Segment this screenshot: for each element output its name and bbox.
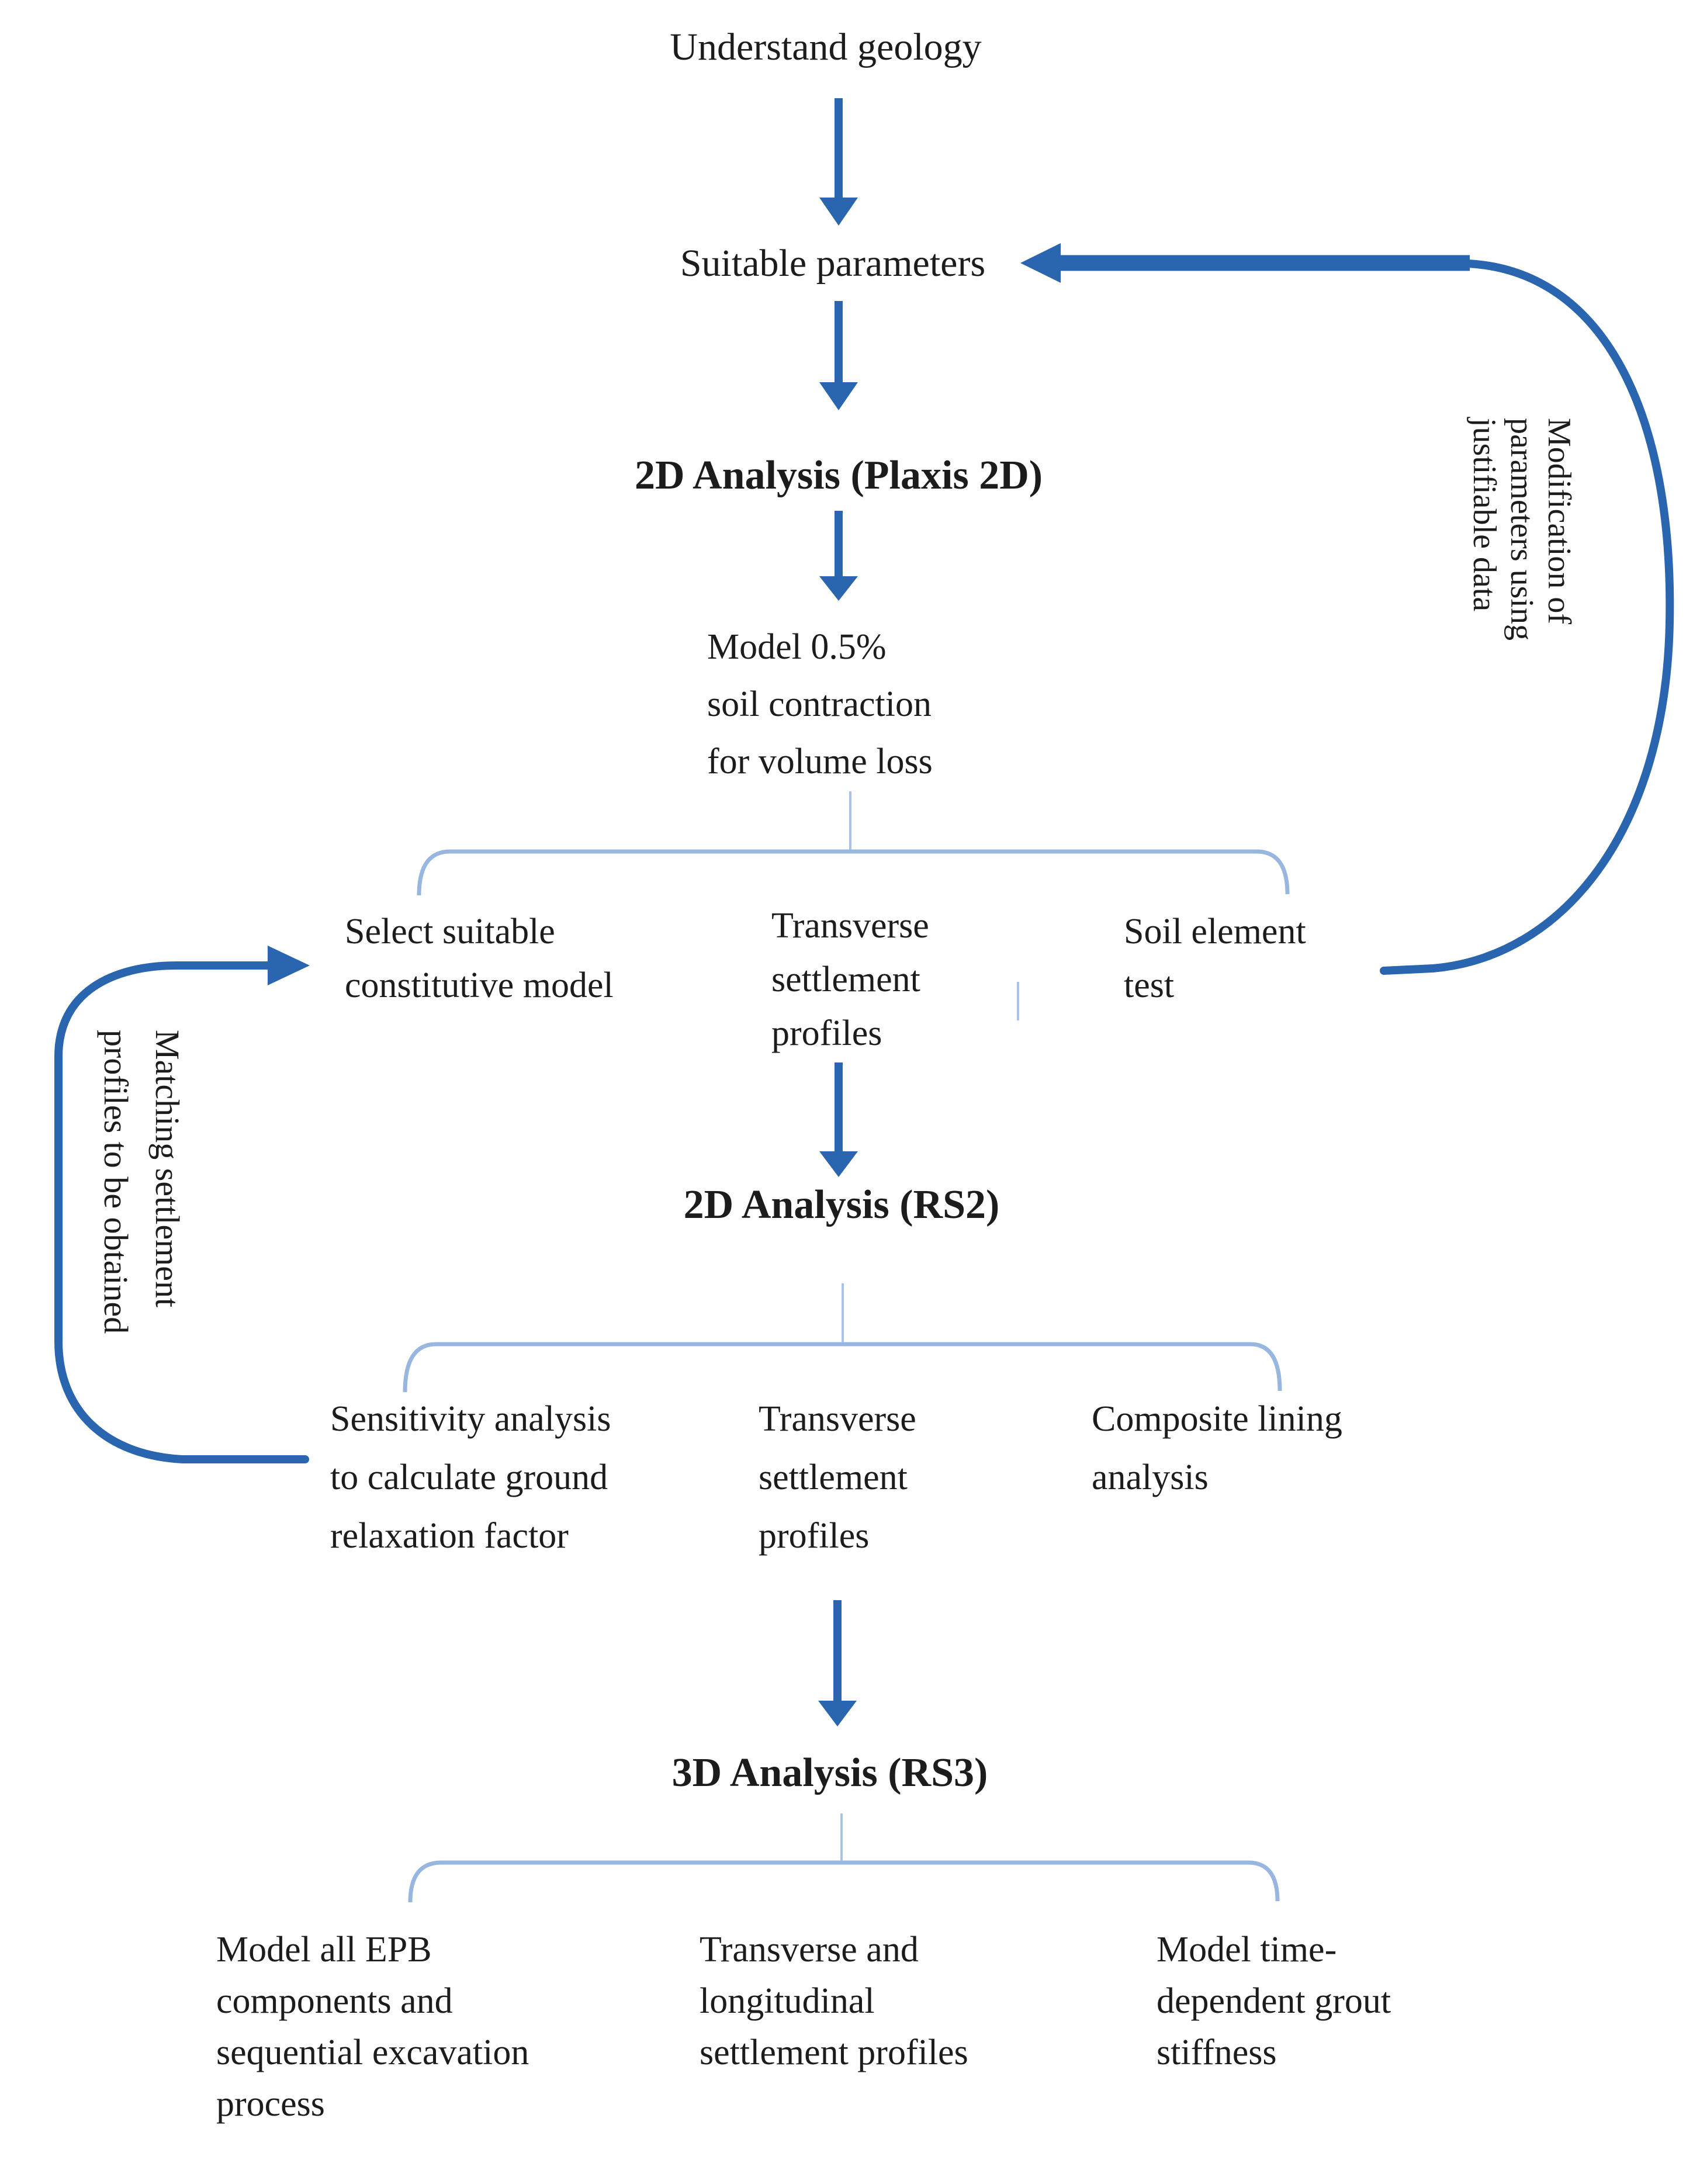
node-select-model: Select suitable constitutive model	[345, 912, 614, 1005]
feedback-right-head	[1020, 243, 1061, 283]
arrow-profiles-to-rs2-head	[819, 1151, 858, 1177]
brace-rs2-outputs	[403, 1342, 1282, 1393]
node-composite-lining: Composite lining analysis	[1092, 1399, 1342, 1497]
arrow-parameters-to-plaxis-head	[819, 382, 858, 410]
arrow-plaxis-to-model-head	[819, 576, 858, 601]
arrow-profiles-to-rs3-head	[818, 1701, 857, 1726]
node-sensitivity-analysis: Sensitivity analysis to calculate ground…	[330, 1399, 611, 1556]
brace-plaxis-outputs	[417, 849, 1290, 896]
feedback-right-curve	[1380, 259, 1674, 975]
feedback-left-curve	[54, 961, 309, 1463]
node-soil-element-test: Soil element test	[1124, 912, 1306, 1005]
feedback-left-head	[268, 946, 310, 985]
brace-rs3-outputs	[408, 1860, 1280, 1903]
node-2d-analysis-plaxis: 2D Analysis (Plaxis 2D)	[634, 453, 1043, 498]
node-2d-analysis-rs2: 2D Analysis (RS2)	[683, 1182, 1000, 1227]
node-transverse-profiles-2: Transverse settlement profiles	[759, 1399, 916, 1556]
node-suitable-parameters: Suitable parameters	[680, 242, 986, 285]
node-model-contraction: Model 0.5% soil contraction for volume l…	[707, 627, 933, 781]
node-grout-stiffness: Model time- dependent grout stiffness	[1157, 1930, 1391, 2072]
node-transverse-longitudinal: Transverse and longitudinal settlement p…	[700, 1930, 968, 2072]
node-model-epb: Model all EPB components and sequential …	[216, 1930, 529, 2124]
node-understand-geology: Understand geology	[670, 26, 982, 68]
label-feedback-right: Modification of parameters using justifi…	[1466, 418, 1577, 641]
arrow-geology-to-parameters-head	[819, 198, 858, 226]
node-transverse-profiles-1: Transverse settlement profiles	[771, 906, 929, 1053]
label-feedback-left: Matching settlement profiles to be obtai…	[97, 1030, 186, 1334]
node-3d-analysis-rs3: 3D Analysis (RS3)	[671, 1750, 988, 1795]
